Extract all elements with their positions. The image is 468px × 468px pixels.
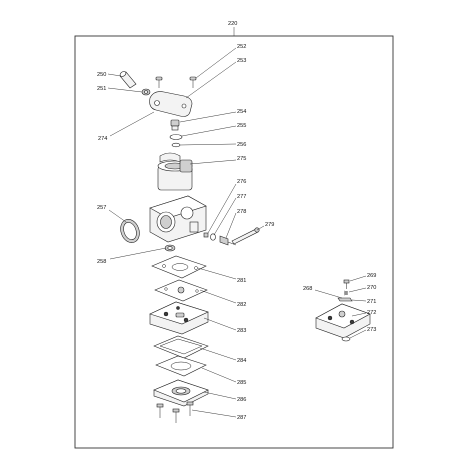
part-257-ring-gasket xyxy=(120,219,140,243)
part-284-gasket xyxy=(153,335,209,359)
part-277-washer xyxy=(210,233,216,241)
callout-268: 268 xyxy=(303,286,312,292)
part-271-lever xyxy=(337,297,353,302)
part-270-spring xyxy=(343,290,349,296)
assembly-number: 220 xyxy=(228,21,237,27)
part-carburettor-body xyxy=(149,195,207,243)
callout-258: 258 xyxy=(97,259,106,265)
part-283-metering-cover xyxy=(149,301,209,335)
callout-282: 282 xyxy=(237,302,246,308)
part-258-small-gasket xyxy=(164,244,176,252)
part-253-lever xyxy=(149,91,193,117)
callout-286: 286 xyxy=(237,397,246,403)
callout-283: 283 xyxy=(237,328,246,334)
callout-251: 251 xyxy=(97,86,106,92)
part-256-oring xyxy=(171,142,181,148)
callout-256: 256 xyxy=(237,142,246,148)
part-278-screw xyxy=(219,235,237,246)
part-254-plug xyxy=(170,119,180,131)
callout-250: 250 xyxy=(97,72,106,78)
part-screw-lever xyxy=(155,76,163,88)
part-279-needle xyxy=(231,227,260,245)
callout-253: 253 xyxy=(237,58,246,64)
leader-lines xyxy=(107,47,367,418)
callout-281: 281 xyxy=(237,278,246,284)
callout-277: 277 xyxy=(237,194,246,200)
part-286-pump-cover xyxy=(153,379,209,407)
callout-276: 276 xyxy=(237,179,246,185)
callout-278: 278 xyxy=(237,209,246,215)
part-282-diaphragm xyxy=(154,279,208,302)
part-275-barrel xyxy=(157,152,193,191)
callout-285: 285 xyxy=(237,380,246,386)
part-251-ring xyxy=(141,88,151,96)
diagram-frame xyxy=(74,35,394,449)
callout-287: 287 xyxy=(237,415,246,421)
part-276-spring xyxy=(203,232,209,238)
part-285-diaphragm xyxy=(155,355,207,377)
callout-272: 272 xyxy=(367,310,376,316)
callout-254: 254 xyxy=(237,109,246,115)
part-273-valve xyxy=(341,336,351,342)
part-287-screws xyxy=(156,401,194,423)
callout-labels: 250 251 252 253 274 254 255 256 275 257 … xyxy=(97,44,376,421)
callout-273: 273 xyxy=(367,327,376,333)
callout-274: 274 xyxy=(98,136,107,142)
part-269-screw xyxy=(343,279,350,289)
callout-269: 269 xyxy=(367,273,376,279)
callout-252: 252 xyxy=(237,44,246,50)
callout-271: 271 xyxy=(367,299,376,305)
callout-255: 255 xyxy=(237,123,246,129)
part-268-cover-assembly xyxy=(315,303,371,339)
callout-275: 275 xyxy=(237,156,246,162)
callout-257: 257 xyxy=(97,205,106,211)
part-250-nozzle xyxy=(119,71,137,89)
callout-270: 270 xyxy=(367,285,376,291)
part-281-gasket xyxy=(151,255,207,279)
callout-279: 279 xyxy=(265,222,274,228)
callout-284: 284 xyxy=(237,358,246,364)
part-255-washer xyxy=(169,134,183,140)
part-252-screw xyxy=(189,76,197,88)
